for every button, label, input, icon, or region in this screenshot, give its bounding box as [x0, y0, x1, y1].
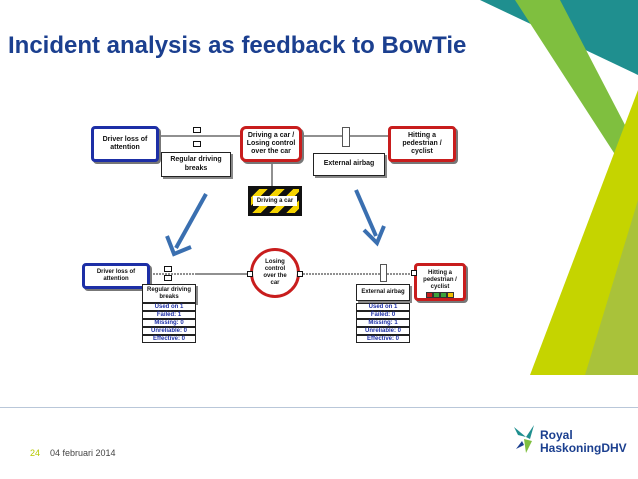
hazard-box[interactable]: Driving a car — [248, 186, 302, 216]
barrier-indicator — [380, 264, 387, 282]
barrier-regular-driving-breaks-bottom[interactable]: Regular driving breaks — [142, 284, 196, 303]
footer-date: 04 februari 2014 — [50, 448, 116, 458]
risk-rating-icon — [447, 292, 454, 298]
barrier-indicator — [193, 127, 201, 133]
barrier-indicator — [164, 275, 172, 281]
barrier-stat: Used on 1 Incident — [356, 303, 410, 317]
threat-box-bottom[interactable]: Driver loss of attention — [82, 263, 150, 289]
connector-icon — [297, 271, 303, 277]
risk-rating-icon — [433, 292, 440, 298]
page-number: 24 — [30, 448, 41, 458]
barrier-external-airbag-bottom[interactable]: External airbag — [356, 284, 410, 301]
barrier-stat: Used on 1 Incident — [142, 303, 196, 317]
barrier-stat: Failed: 1 — [142, 311, 196, 319]
top-event-box[interactable]: Driving a car / Losing control over the … — [240, 126, 302, 162]
connector-icon — [411, 270, 417, 276]
risk-rating-icon — [440, 292, 447, 298]
company-logo: Royal HaskoningDHV — [512, 423, 627, 463]
top-event-circle[interactable]: Losing control over the car — [250, 248, 300, 298]
barrier-indicator — [164, 266, 172, 272]
logo-line2: HaskoningDHV — [540, 441, 627, 455]
barrier-stat: Effective: 0 — [142, 335, 196, 343]
barrier-regular-driving-breaks[interactable]: Regular driving breaks — [161, 152, 231, 177]
barrier-stat: Effective: 0 — [356, 335, 410, 343]
barrier-indicator — [342, 127, 350, 147]
barrier-stat: Missing: 1 — [356, 319, 410, 327]
consequence-box[interactable]: Hitting a pedestrian / cyclist — [388, 126, 456, 162]
connector-icon — [247, 271, 253, 277]
barrier-stat: Failed: 0 — [356, 311, 410, 319]
threat-box[interactable]: Driver loss of attention — [91, 126, 159, 162]
risk-rating-icon — [426, 292, 433, 298]
logo-bird-icon — [514, 425, 534, 453]
barrier-stat: Unreliable: 0 — [356, 327, 410, 335]
barrier-stat: Missing: 0 — [142, 319, 196, 327]
hazard-label: Driving a car — [252, 195, 298, 207]
barrier-indicator — [193, 141, 201, 147]
barrier-stat: Unreliable: 0 — [142, 327, 196, 335]
footer-divider — [0, 407, 638, 408]
page-title: Incident analysis as feedback to BowTie — [8, 32, 467, 59]
logo-line1: Royal — [540, 428, 573, 442]
barrier-external-airbag[interactable]: External airbag — [313, 153, 385, 176]
